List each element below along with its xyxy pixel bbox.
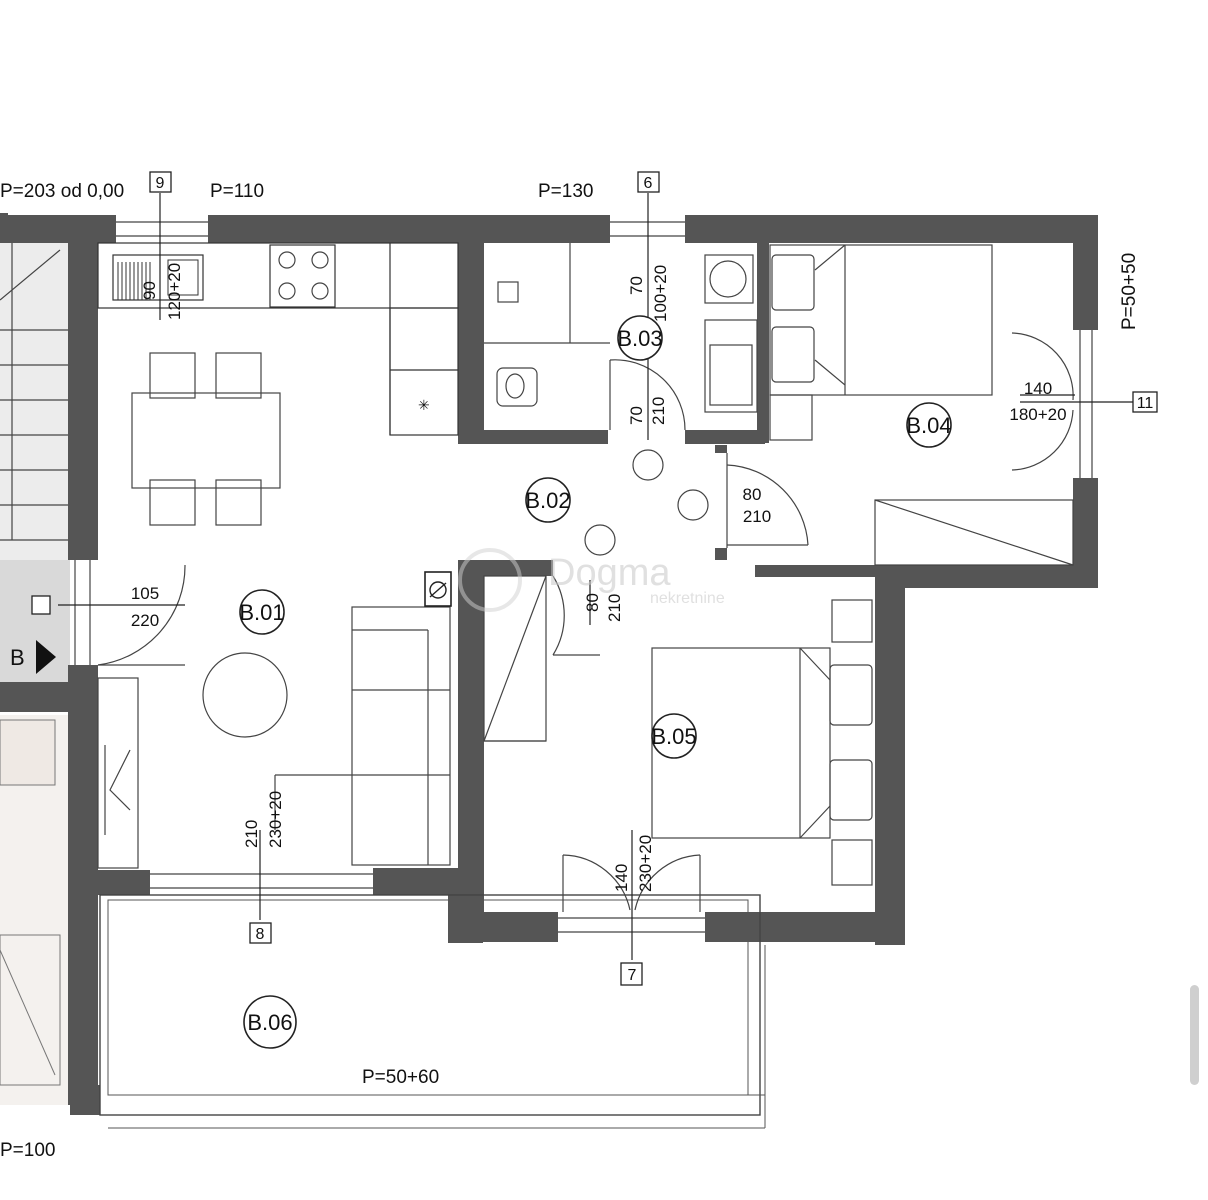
section-arrow-icon [36, 640, 56, 674]
room-label-b02: B.02 [525, 488, 570, 513]
dim-win8-b: 230+20 [266, 791, 285, 848]
dim-win11-b: 180+20 [1009, 405, 1066, 424]
room-label-b04: B.04 [906, 413, 951, 438]
dim-door-b05-a: 80 [583, 593, 602, 612]
dim-win7-a: 140 [612, 864, 631, 892]
dim-win7-b: 230+20 [636, 835, 655, 892]
watermark: Dogma nekretnine [458, 548, 725, 612]
dim-win11-a: 140 [1024, 379, 1052, 398]
stairwell: B [0, 215, 70, 685]
dim-door-b03-a: 70 [627, 406, 646, 425]
marker-8: 8 [256, 926, 265, 943]
neighbour-unit [0, 715, 68, 1105]
opening-dimensions: 90 120+20 70 100+20 70 210 140 180+20 80… [131, 263, 1067, 892]
watermark-sub: nekretnine [650, 590, 725, 607]
room-label-b03: B.03 [617, 326, 662, 351]
fan-icon: ✳ [418, 397, 430, 413]
scrollbar-handle[interactable] [1190, 985, 1199, 1085]
walls [0, 213, 1098, 1115]
window-markers: 9 6 11 8 7 [149, 171, 1158, 986]
marker-7: 7 [628, 967, 637, 984]
dim-entry-b: 220 [131, 611, 159, 630]
hall-fixtures [97, 449, 809, 666]
room-label-b06: B.06 [247, 1010, 292, 1035]
room-labels: B.01 B.02 B.03 B.04 B.05 B.06 [239, 315, 952, 1049]
bathroom-fixtures [484, 243, 758, 431]
balcony [99, 894, 766, 1129]
windows [74, 221, 1093, 933]
dim-win9-b: 120+20 [165, 263, 184, 320]
dim-win6-b: 100+20 [651, 265, 670, 322]
watermark-brand: Dogma [548, 552, 671, 594]
height-p100: P=100 [0, 1140, 55, 1161]
bedroom-b04-furniture [769, 244, 1074, 566]
bedroom-b05-furniture [483, 575, 873, 912]
section-marker-label: B [10, 645, 25, 670]
height-p110: P=110 [210, 181, 264, 202]
dim-door-b04-a: 80 [743, 485, 762, 504]
dim-door-b03-b: 210 [649, 397, 668, 425]
room-label-b01: B.01 [239, 600, 284, 625]
living-furniture [97, 606, 451, 869]
leader-lines [58, 193, 1133, 960]
height-p5060: P=50+60 [362, 1067, 439, 1088]
sill-heights: P=203 od 0,00 P=110 P=130 P=50+50 P=50+6… [0, 181, 1140, 1161]
dim-door-b05-b: 210 [605, 594, 624, 622]
height-p5050: P=50+50 [1119, 253, 1140, 330]
marker-9: 9 [156, 175, 165, 192]
dim-win8-a: 210 [242, 820, 261, 848]
dim-entry-a: 105 [131, 584, 159, 603]
marker-6: 6 [644, 175, 653, 192]
marker-11: 11 [1137, 395, 1154, 412]
kitchen: ✳ [97, 242, 459, 436]
dining-table [131, 352, 281, 526]
height-p203: P=203 od 0,00 [0, 181, 124, 202]
height-p130: P=130 [538, 181, 593, 202]
dim-win9-a: 90 [140, 281, 159, 300]
dim-door-b04-b: 210 [743, 507, 771, 526]
dim-win6-a: 70 [627, 276, 646, 295]
room-label-b05: B.05 [651, 724, 696, 749]
